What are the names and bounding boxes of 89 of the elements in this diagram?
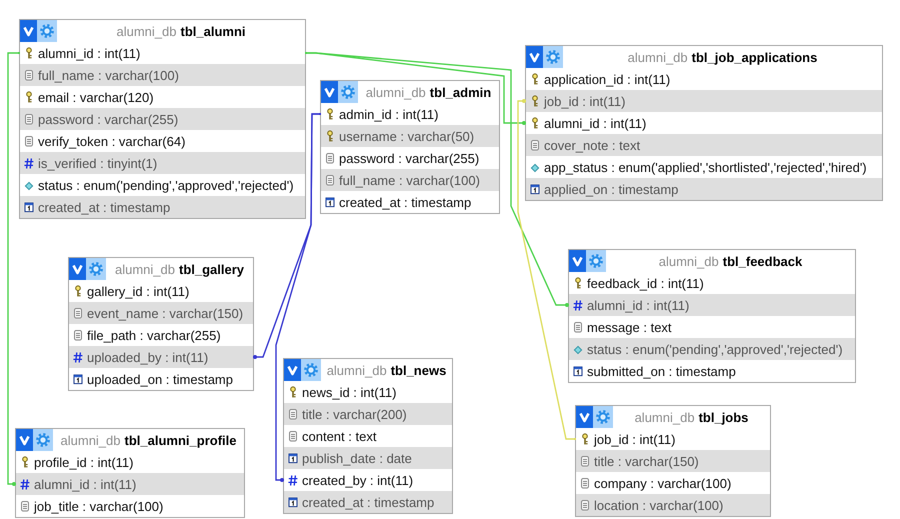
- relation-line: [517, 99, 576, 440]
- table-name: tbl_jobs: [698, 410, 748, 424]
- database-table: [283, 358, 453, 514]
- column-row: [569, 294, 855, 316]
- database-table: [320, 80, 500, 214]
- database-table: [568, 249, 856, 383]
- table-name: tbl_admin: [430, 84, 492, 100]
- column-definition: news_id : int(11): [302, 384, 396, 400]
- database-name: alumni_db: [114, 262, 175, 276]
- column-row: [20, 196, 305, 218]
- table-name: tbl_alumni_profile: [124, 432, 236, 448]
- database-name: alumni_db: [60, 432, 121, 448]
- relation-line: [275, 113, 321, 482]
- database-table: [68, 257, 254, 391]
- column-definition: application_id : int(11): [544, 72, 670, 86]
- database-table: [19, 19, 306, 219]
- column-row: [576, 450, 770, 472]
- column-definition: alumni_id : int(11): [587, 298, 690, 312]
- column-definition: status : enum('pending','approved','rejected'): [587, 342, 843, 356]
- database-name: alumni_db: [634, 410, 695, 424]
- column-row: [69, 302, 253, 324]
- column-row: [20, 64, 305, 86]
- database-name: alumni_db: [658, 254, 719, 268]
- column-row: [321, 169, 499, 191]
- column-row: [526, 134, 882, 156]
- column-definition: feedback_id : int(11): [587, 276, 704, 290]
- relation-line: [7, 52, 20, 486]
- relation-line: [305, 52, 569, 307]
- column-definition: admin_id : int(11): [339, 106, 438, 122]
- table-name: tbl_job_applications: [692, 50, 818, 64]
- column-row: [526, 90, 882, 112]
- database-name: alumni_db: [366, 84, 426, 100]
- database-name: alumni_db: [628, 50, 688, 64]
- column-definition: verify_token : varchar(64): [38, 134, 186, 148]
- column-definition: content : text: [302, 428, 376, 444]
- column-definition: created_at : timestamp: [38, 200, 170, 214]
- column-row: [20, 152, 305, 174]
- column-definition: location : varchar(100): [594, 498, 724, 512]
- column-definition: job_id : int(11): [594, 432, 676, 446]
- column-definition: created_at : timestamp: [339, 194, 472, 210]
- column-definition: alumni_id : int(11): [38, 46, 140, 60]
- column-definition: uploaded_on : timestamp: [87, 372, 233, 386]
- column-definition: message : text: [587, 320, 672, 334]
- column-definition: uploaded_by : int(11): [87, 350, 208, 364]
- column-row: [284, 491, 452, 513]
- column-definition: title : varchar(200): [302, 406, 407, 422]
- column-row: [69, 346, 253, 368]
- column-row: [20, 108, 305, 130]
- column-definition: cover_note : text: [544, 138, 640, 152]
- column-definition: email : varchar(120): [38, 90, 154, 104]
- table-name: tbl_news: [390, 362, 446, 378]
- column-definition: password : varchar(255): [38, 112, 178, 126]
- database-name: alumni_db: [116, 24, 176, 38]
- column-row: [321, 125, 499, 147]
- column-definition: file_path : varchar(255): [87, 328, 221, 342]
- column-definition: username : varchar(50): [339, 128, 474, 144]
- table-name: tbl_gallery: [178, 262, 244, 276]
- column-definition: password : varchar(255): [339, 150, 480, 166]
- column-definition: profile_id : int(11): [34, 454, 134, 470]
- column-definition: title : varchar(150): [594, 454, 699, 468]
- column-definition: alumni_id : int(11): [544, 116, 646, 130]
- column-definition: full_name : varchar(100): [38, 68, 179, 82]
- column-row: [284, 403, 452, 425]
- column-definition: app_status : enum('applied','shortlisted','rejected','hired'): [544, 160, 867, 174]
- column-row: [576, 494, 770, 516]
- column-definition: created_at : timestamp: [302, 494, 434, 510]
- column-definition: job_id : int(11): [544, 94, 626, 108]
- column-definition: company : varchar(100): [594, 476, 732, 490]
- column-row: [569, 338, 855, 360]
- column-definition: created_by : int(11): [302, 472, 414, 488]
- column-definition: gallery_id : int(11): [87, 284, 190, 298]
- column-definition: status : enum('pending','approved','rejected'): [38, 178, 294, 192]
- column-definition: event_name : varchar(150): [87, 306, 244, 320]
- database-table: [15, 428, 245, 518]
- column-row: [526, 178, 882, 200]
- column-definition: applied_on : timestamp: [544, 182, 678, 196]
- column-row: [16, 473, 244, 495]
- column-definition: publish_date : date: [302, 450, 412, 466]
- database-table: [525, 45, 883, 201]
- database-table: [575, 405, 771, 517]
- column-definition: is_verified : tinyint(1): [38, 156, 158, 170]
- table-name: tbl_alumni: [180, 24, 246, 38]
- table-name: tbl_feedback: [722, 254, 802, 268]
- column-definition: job_title : varchar(100): [34, 498, 164, 514]
- column-definition: alumni_id : int(11): [34, 476, 136, 492]
- column-definition: full_name : varchar(100): [339, 172, 480, 188]
- column-definition: submitted_on : timestamp: [587, 364, 736, 378]
- column-row: [284, 447, 452, 469]
- database-name: alumni_db: [326, 362, 387, 378]
